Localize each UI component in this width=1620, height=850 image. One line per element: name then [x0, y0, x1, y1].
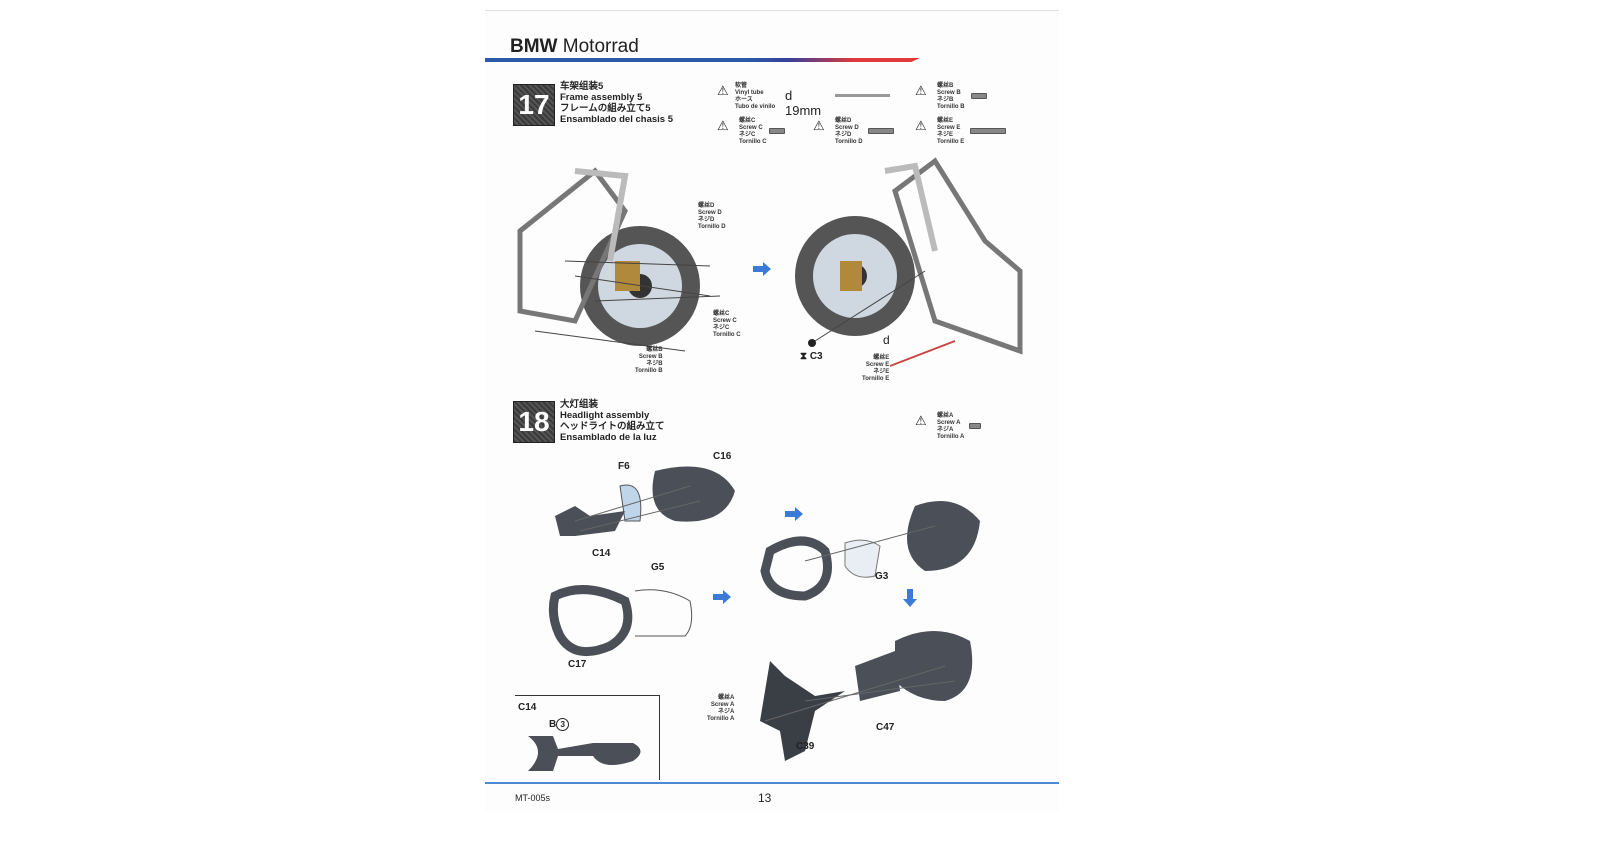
arrow-right-icon	[713, 590, 731, 604]
warning-icon: ⚠	[915, 83, 927, 98]
warning-icon: ⚠	[717, 118, 729, 133]
label-c39: C39	[796, 741, 815, 752]
motorcycle-frame-right	[795, 157, 1023, 367]
brand-header: BMW Motorrad	[510, 36, 639, 57]
label-f6: F6	[618, 461, 630, 472]
label-c14: C14	[592, 548, 611, 559]
label-g3: G3	[875, 571, 889, 582]
label-c47: C47	[876, 722, 895, 733]
label-c16: C16	[713, 451, 732, 462]
step-18-number: 18	[513, 401, 555, 443]
model-number: MT-005s	[515, 793, 551, 803]
step-17-illustration	[517, 157, 1023, 367]
arrow-down-icon	[903, 589, 917, 607]
arrow-right-icon	[785, 507, 803, 521]
motorcycle-frame-left	[517, 167, 721, 352]
warning-icon: ⚠	[717, 83, 729, 98]
warning-icon: ⚠	[915, 413, 927, 428]
label-g5: G5	[651, 562, 665, 573]
step-17-number: 17	[513, 84, 555, 126]
header-rule	[485, 58, 920, 62]
step-18-illustration	[548, 466, 980, 761]
page-number: 13	[758, 791, 772, 805]
footer-rule	[485, 782, 1059, 784]
warning-icon: ⚠	[813, 118, 825, 133]
label-d: d	[883, 333, 890, 347]
arrow-right-icon	[753, 262, 771, 276]
label-c3: ⧗ C3	[800, 351, 823, 362]
warning-icon: ⚠	[915, 118, 927, 133]
label-c17: C17	[568, 659, 587, 670]
